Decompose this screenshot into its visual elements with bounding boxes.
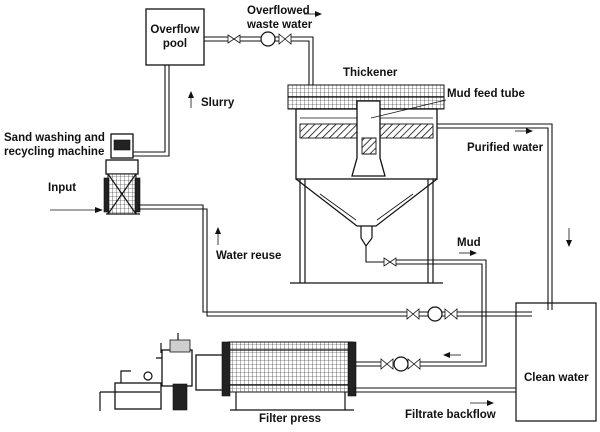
purified-water-arrow	[515, 128, 533, 134]
overflowed-waste-water-label-2: waste water	[246, 19, 313, 31]
mud-pipe	[365, 246, 487, 367]
mud-feed-tube-label: Mud feed tube	[447, 88, 525, 100]
filtrate-backflow-arrow	[470, 400, 494, 406]
mud-arrow	[459, 250, 477, 256]
purified-water-pipe	[437, 123, 553, 310]
sand-washing-machine	[103, 133, 141, 215]
sand-washing-label-1: Sand washing and	[4, 132, 105, 144]
filter-press	[99, 333, 357, 411]
overflow-pool-label-2: pool	[163, 38, 187, 50]
filter-feed-pump	[355, 356, 421, 372]
overflow-pool-label-1: Overflow	[150, 24, 199, 36]
clean-water-tank	[515, 302, 597, 422]
purified-down-arrow	[566, 228, 572, 247]
slurry-pipe	[133, 65, 170, 157]
filter-press-label: Filter press	[259, 413, 321, 425]
mud-label: Mud	[457, 237, 481, 249]
sand-washing-label-2: recycling machine	[4, 146, 104, 158]
water-reuse-pipe	[138, 204, 532, 322]
clean-water-label: Clean water	[524, 372, 589, 384]
overflow-pool: Overflow pool	[145, 8, 205, 66]
filtrate-backflow-pipe	[354, 387, 516, 393]
purified-water-label: Purified water	[467, 142, 544, 154]
slurry-label: Slurry	[201, 97, 235, 109]
overflow-arrow	[304, 11, 322, 17]
input-label: Input	[48, 182, 76, 194]
filtrate-backflow-label: Filtrate backflow	[405, 409, 496, 421]
slurry-arrow	[188, 91, 194, 108]
mud-return-arrow	[443, 352, 461, 358]
mud-feed-tube-pointer	[370, 99, 447, 119]
thickener	[287, 84, 445, 284]
overflowed-waste-water-label-1: Overflowed	[247, 5, 310, 17]
water-reuse-label: Water reuse	[216, 250, 281, 262]
input-arrow	[50, 207, 103, 213]
water-reuse-arrow	[215, 227, 221, 245]
thickener-label: Thickener	[343, 67, 398, 79]
